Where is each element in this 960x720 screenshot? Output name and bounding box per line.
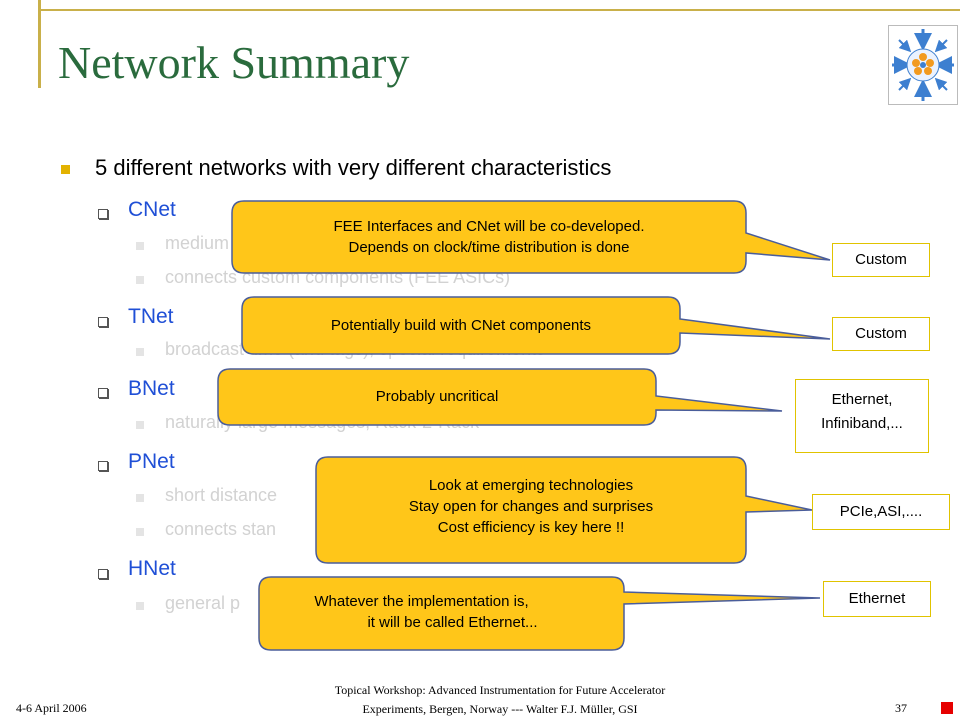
tag-cnet: Custom [832,243,930,277]
frame-horizontal-rule [38,9,960,11]
network-name-hnet: HNet [128,557,176,580]
network-detail: connects stan [165,519,277,539]
callout-balloon-hnet [258,576,821,651]
callout-balloon-tnet [241,296,831,355]
callout-text-bnet: Probably uncritical [218,386,656,407]
network-name-bnet: BNet [128,377,175,400]
main-bullet-text: 5 different networks with very different… [95,155,612,180]
tag-label: Ethernet [848,590,906,607]
callout-text-pnet: Look at emerging technologies Stay open … [316,475,746,538]
network-logo-icon [888,25,958,105]
callout-line: Stay open for changes and surprises [408,498,654,515]
footer-center: Topical Workshop: Advanced Instrumentati… [240,681,760,719]
network-detail: general p [165,593,241,613]
network-name-pnet: PNet [128,450,175,473]
footer-line: Experiments, Bergen, Norway --- Walter F… [362,702,638,716]
detail-bullet-marker [136,528,144,536]
tag-label: Custom [855,325,907,342]
callout-line: it will be called Ethernet... [367,614,538,631]
detail-bullet-marker [136,602,144,610]
main-bullet-marker [61,165,70,174]
footer-page-number: 37 [895,701,907,715]
callout-text-hnet: Whatever the implementation is, it will … [259,591,624,633]
network-detail: short distance [165,485,278,505]
detail-bullet-marker [136,348,144,356]
detail-bullet-marker [136,242,144,250]
callout-line: Depends on clock/time distribution is do… [348,239,630,256]
slide-title: Network Summary [58,37,410,88]
network-bullet-marker [98,569,108,579]
callout-balloon-cnet [231,200,831,274]
network-bullet-marker [98,461,108,471]
detail-bullet-marker [136,421,144,429]
network-bullet-marker [98,388,108,398]
callout-line: Potentially build with CNet components [330,317,592,334]
tag-label: Ethernet, [831,391,893,408]
tag-bnet: Ethernet, Infiniband,... [795,379,929,453]
frame-vertical-rule [38,0,41,88]
network-name-cnet: CNet [128,198,176,221]
tag-label: Custom [855,251,907,268]
callout-line: Look at emerging technologies [428,477,634,494]
tag-pnet: PCIe,ASI,.... [812,494,950,530]
callout-text-tnet: Potentially build with CNet components [242,315,680,336]
detail-bullet-marker [136,276,144,284]
network-name-tnet: TNet [128,305,174,328]
callout-line: FEE Interfaces and CNet will be co-devel… [333,218,645,235]
callout-balloon-pnet [315,456,813,564]
callout-line: Cost efficiency is key here !! [437,519,625,536]
callout-line: Probably uncritical [375,388,499,405]
tag-label: Infiniband,... [821,415,903,432]
callout-line: Whatever the implementation is, [314,593,529,610]
footer-line: Topical Workshop: Advanced Instrumentati… [334,683,666,697]
detail-bullet-marker [136,494,144,502]
network-detail: medium [165,233,230,253]
network-bullet-marker [98,317,108,327]
callout-balloon-bnet [217,368,783,426]
network-bullet-marker [98,209,108,219]
tag-tnet: Custom [832,317,930,351]
footer-date: 4-6 April 2006 [16,701,87,715]
callout-text-cnet: FEE Interfaces and CNet will be co-devel… [232,216,746,258]
tag-hnet: Ethernet [823,581,931,617]
slide-marker [941,702,953,714]
tag-label: PCIe,ASI,.... [839,503,923,520]
